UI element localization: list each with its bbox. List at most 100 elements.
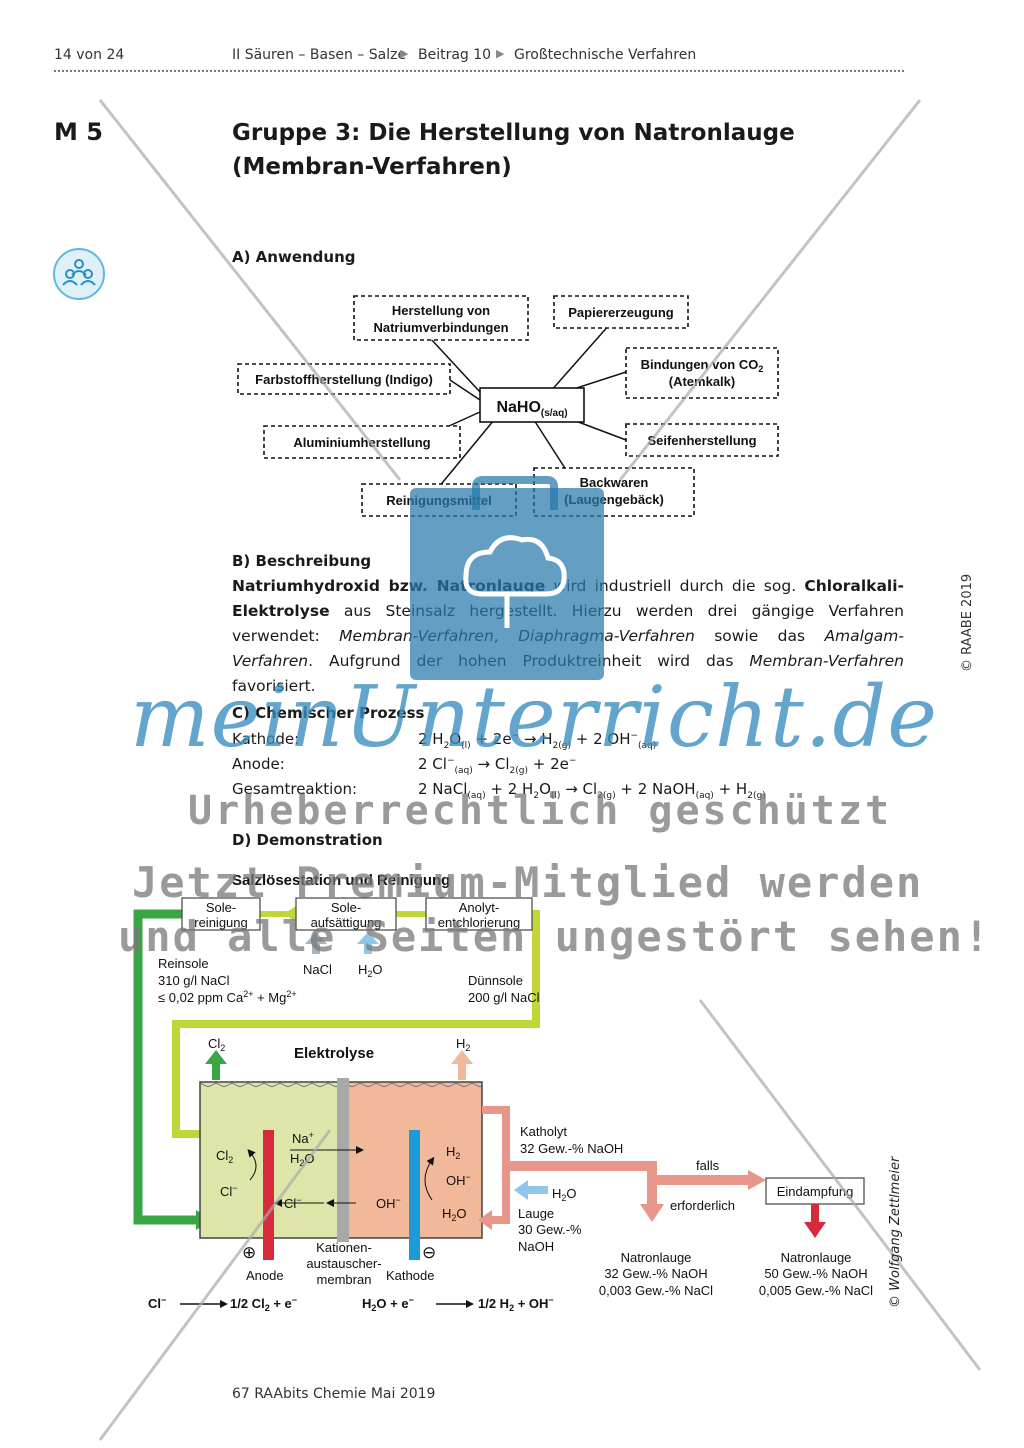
flow-connector: [396, 911, 426, 917]
box-sole-aufsaettigung: [295, 897, 397, 931]
product-32-label: Natronlauge: [621, 1250, 692, 1265]
eindampfung-arrow-icon: [804, 1222, 826, 1238]
reinsole-label: ≤ 0,02 ppm Ca2+ + Mg2+: [158, 989, 297, 1005]
anode-equation-left: Cl−: [148, 1295, 166, 1311]
box-label: Sole-: [206, 900, 236, 915]
watermark-line: und alle Seiten ungestört sehen!: [118, 912, 992, 961]
reaction-gesamt: Gesamtreaktion: 2 NaCl(aq) + 2 H2O(l) → …: [232, 780, 766, 801]
nacl-label: NaCl: [303, 962, 332, 977]
mindmap-node-co2: (Atemkalk): [669, 374, 735, 389]
duennsole-label: 200 g/l NaCl: [468, 990, 540, 1005]
box-label: reinigung: [194, 915, 248, 930]
title-line: (Membran-Verfahren): [232, 154, 512, 180]
product-50-label: 50 Gew.-% NaOH: [764, 1266, 867, 1281]
watermark-brand: meinUnterricht.de: [130, 668, 938, 766]
box-label: Sole-: [331, 900, 361, 915]
to-eindampfung-arrow-icon: [748, 1170, 766, 1190]
section-heading-c: C) Chemischer Prozess: [232, 704, 425, 722]
cell-cl2-label: Cl2: [216, 1148, 233, 1165]
mindmap-node-papier: Papiererzeugung: [568, 305, 674, 320]
box-label: aufsättigung: [311, 915, 382, 930]
box-label: entchlorierung: [438, 915, 520, 930]
watermark-line: Jetzt Premium-Mitglied werden: [132, 858, 924, 907]
material-label: M 5: [54, 118, 103, 146]
cell-cl-label: Cl−: [220, 1183, 238, 1199]
reaction-kathode: Kathode: 2 H2O(l) + 2e− → H2(g) + 2 OH−(…: [232, 730, 657, 751]
box-eindampfung: [765, 1177, 865, 1205]
cl2-out-label: Cl2: [208, 1036, 225, 1053]
h2o-feed-arrow-icon: [514, 1180, 548, 1200]
cell-h2-label: H2: [446, 1144, 460, 1161]
watermark-lock-icon: [410, 488, 604, 680]
section-heading-d: D) Demonstration: [232, 831, 383, 849]
h2-out-arrow-icon: [451, 1050, 473, 1080]
cl2-out-arrow-icon: [205, 1050, 227, 1080]
breadcrumb-section: II Säuren – Basen – Salze: [232, 47, 407, 63]
katholyt-label: Katholyt: [520, 1124, 567, 1139]
duennsole-label: Dünnsole: [468, 973, 523, 988]
anode-equation-right: 1/2 Cl2 + e−: [230, 1295, 297, 1313]
membrane-label: membran: [317, 1272, 372, 1287]
lauge-label: NaOH: [518, 1239, 554, 1254]
kathode-label: Kathode: [386, 1268, 434, 1283]
flow-connector: [260, 911, 290, 917]
membrane-label: austauscher-: [306, 1256, 381, 1271]
eindampfung-label: Eindampfung: [777, 1184, 854, 1199]
membrane-label: Kationen-: [316, 1240, 372, 1255]
figure-credit: © Wolfgang Zettlmeier: [888, 1156, 903, 1308]
kathode-equation-left: H2O + e−: [362, 1295, 414, 1313]
product-pipe: [506, 1161, 657, 1204]
page-title: Gruppe 3: Die Herstellung von Natronlaug…: [232, 116, 872, 184]
product-32-label: 32 Gew.-% NaOH: [604, 1266, 707, 1281]
title-line: Gruppe 3: Die Herstellung von Natronlaug…: [232, 120, 795, 146]
katholyt-return-arrow-icon: [478, 1210, 492, 1230]
cell-na-label: Na+: [292, 1130, 314, 1146]
mindmap-center: NaHO(s/aq): [496, 399, 567, 419]
lauge-label: 30 Gew.-%: [518, 1222, 582, 1237]
h2-out-label: H2: [456, 1036, 470, 1053]
mindmap-node-co2: Bindungen von CO2: [641, 357, 764, 374]
mindmap-node-farbstoff: Farbstoffherstellung (Indigo): [255, 372, 433, 387]
section-heading-b: B) Beschreibung: [232, 552, 372, 570]
group-work-icon: [53, 248, 105, 300]
mindmap-node-seife: Seifenherstellung: [647, 433, 756, 448]
reaction-anode: Anode: 2 Cl−(aq) → Cl2(g) + 2e−: [232, 755, 577, 776]
breadcrumb-article: Beitrag 10: [418, 47, 492, 63]
page-footer: 67 RAAbits Chemie Mai 2019: [232, 1386, 436, 1402]
section-heading-a: A) Anwendung: [232, 248, 356, 266]
cell-oh-label: OH−: [446, 1172, 471, 1188]
side-copyright: © RAABE 2019: [960, 573, 975, 672]
reinsole-label: Reinsole: [158, 956, 209, 971]
cell-h2o-label: H2O: [442, 1206, 467, 1223]
reaction-arrow-icon: [424, 1156, 435, 1201]
box-sole-reinigung: [181, 897, 261, 931]
breadcrumb-arrow-icon: ▶: [400, 47, 409, 60]
page-header: 14 von 24 II Säuren – Basen – Salze ▶ Be…: [54, 44, 904, 72]
box-anolyt: [425, 897, 533, 931]
kathode-equation-right: 1/2 H2 + OH−: [478, 1295, 554, 1313]
mindmap-node-natrium: Natriumverbindungen: [373, 320, 508, 335]
katholyt-label: 32 Gew.-% NaOH: [520, 1141, 623, 1156]
nacl-input-arrow-icon: [305, 932, 327, 954]
kathode-minus-icon: ⊖: [422, 1243, 436, 1262]
breadcrumb-topic: Großtechnische Verfahren: [514, 47, 697, 63]
electrolysis-title: Elektrolyse: [294, 1045, 374, 1062]
product-arrow-icon: [640, 1204, 664, 1222]
reinsole-label: 310 g/l NaCl: [158, 973, 230, 988]
salt-station-title: Salzlösestation und Reinigung: [232, 872, 450, 889]
mindmap-node-natrium: Herstellung von: [392, 303, 490, 318]
reaction-arrow-icon: [247, 1148, 257, 1181]
eindampfung-pipe: [811, 1204, 819, 1222]
reinsole-pipe: [133, 909, 200, 1225]
h2o-input-arrow-icon: [357, 932, 379, 954]
membrane: [337, 1078, 349, 1242]
product-50-label: 0,005 Gew.-% NaCl: [759, 1283, 873, 1298]
anode-plus-icon: ⊕: [242, 1243, 256, 1262]
breadcrumb-arrow-icon: ▶: [496, 47, 505, 60]
lauge-label: Lauge: [518, 1206, 554, 1221]
mindmap-node-backwaren: Backwaren: [580, 475, 649, 490]
erforderlich-label: erforderlich: [670, 1198, 735, 1213]
electrolysis-diagram: Salzlösestation und Reinigung Sole- rein…: [133, 872, 873, 1313]
box-label: Anolyt-: [459, 900, 499, 915]
